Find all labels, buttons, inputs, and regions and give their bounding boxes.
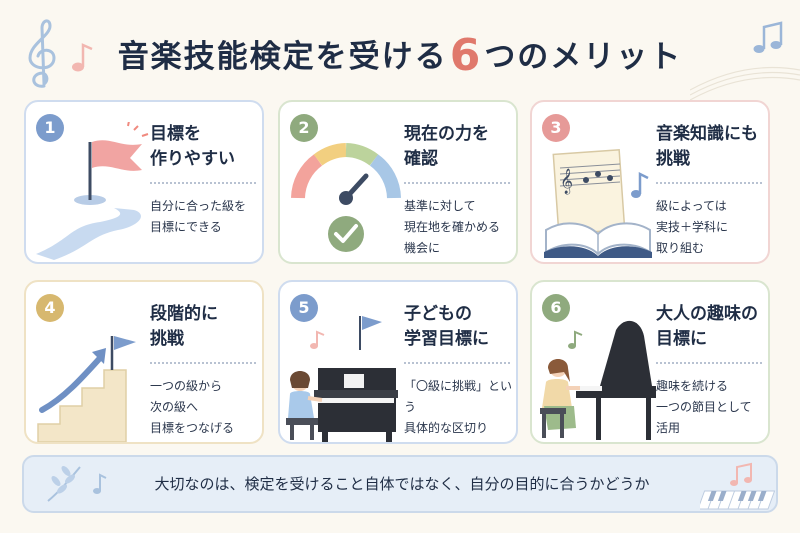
merit-card-1: 1 目標を 作りやすい 自分に合った級を 目標にできる <box>24 100 264 264</box>
dotted-divider <box>404 182 510 184</box>
upright-piano-icon <box>286 316 398 442</box>
treble-clef-icon <box>28 19 56 88</box>
summary-text: 大切なのは、検定を受けること自体ではなく、自分の目的に合うかどうか <box>154 475 650 493</box>
title-suffix: つのメリット <box>484 39 683 75</box>
title-number: 6 <box>449 30 483 81</box>
music-note-icon <box>310 330 325 349</box>
grand-piano-icon <box>540 320 656 440</box>
merit-card-4: 4 段階的に 挑戦 一つの級から 次の級へ 目標をつなげる <box>24 280 264 444</box>
merit-description: 一つの級から 次の級へ 目標をつなげる <box>150 379 235 435</box>
leaf-sprig-icon <box>47 466 81 502</box>
music-note-icon <box>753 21 783 53</box>
check-icon <box>328 216 364 252</box>
gauge-icon <box>291 143 401 252</box>
merit-number-badge: 2 <box>290 114 318 142</box>
merit-number-badge: 3 <box>542 114 570 142</box>
title-main: 音楽技能検定を受ける <box>117 39 448 75</box>
merit-card-2: 2 現在の力を 確認 基準に対して 現在地を確かめる 機会に <box>278 100 518 264</box>
merit-card-3: 𝄞 3 音楽知識にも 挑戦 級によっては 実技＋学科に 取り組む <box>530 100 770 264</box>
page-title: 音楽技能検定を受ける6つのメリット <box>0 30 800 82</box>
merit-description: 級によっては 実技＋学科に 取り組む <box>656 199 729 255</box>
sheet-music-book-icon: 𝄞 <box>544 148 652 258</box>
dotted-divider <box>150 362 256 364</box>
merit-number-badge: 6 <box>542 294 570 322</box>
merit-description: 「〇級に挑戦」という 具体的な区切り <box>404 379 513 435</box>
summary-banner: 大切なのは、検定を受けること自体ではなく、自分の目的に合うかどうか <box>22 455 778 513</box>
music-note-icon <box>730 462 752 486</box>
music-note-icon <box>93 473 107 494</box>
merit-number-badge: 5 <box>290 294 318 322</box>
flag-icon <box>36 122 149 260</box>
merit-card-6: 6 大人の趣味の 目標に 趣味を続ける 一つの節目として 活用 <box>530 280 770 444</box>
merit-heading: 大人の趣味の 目標に <box>656 304 758 349</box>
svg-text:𝄞: 𝄞 <box>560 168 573 194</box>
merit-heading: 子どもの 学習目標に <box>404 304 489 349</box>
music-note-icon <box>72 43 93 72</box>
merit-heading: 段階的に 挑戦 <box>150 304 218 349</box>
merit-heading: 現在の力を 確認 <box>404 124 489 169</box>
dotted-divider <box>656 362 762 364</box>
merit-number-badge: 1 <box>36 114 64 142</box>
stairs-arrow-icon <box>37 336 136 442</box>
merit-description: 自分に合った級を 目標にできる <box>150 199 247 234</box>
piano-keys-icon <box>700 490 776 510</box>
music-note-icon <box>631 171 649 198</box>
staff-lines-decoration <box>690 66 800 100</box>
merit-heading: 目標を 作りやすい <box>150 124 235 169</box>
dotted-divider <box>656 182 762 184</box>
music-note-icon <box>568 330 583 349</box>
merit-description: 趣味を続ける 一つの節目として 活用 <box>656 379 752 435</box>
merit-number-badge: 4 <box>36 294 64 322</box>
dotted-divider <box>150 182 256 184</box>
merit-description: 基準に対して 現在地を確かめる 機会に <box>404 199 501 255</box>
dotted-divider <box>404 362 510 364</box>
merit-card-5: 5 子どもの 学習目標に 「〇級に挑戦」という 具体的な区切り <box>278 280 518 444</box>
merit-heading: 音楽知識にも 挑戦 <box>656 124 758 169</box>
